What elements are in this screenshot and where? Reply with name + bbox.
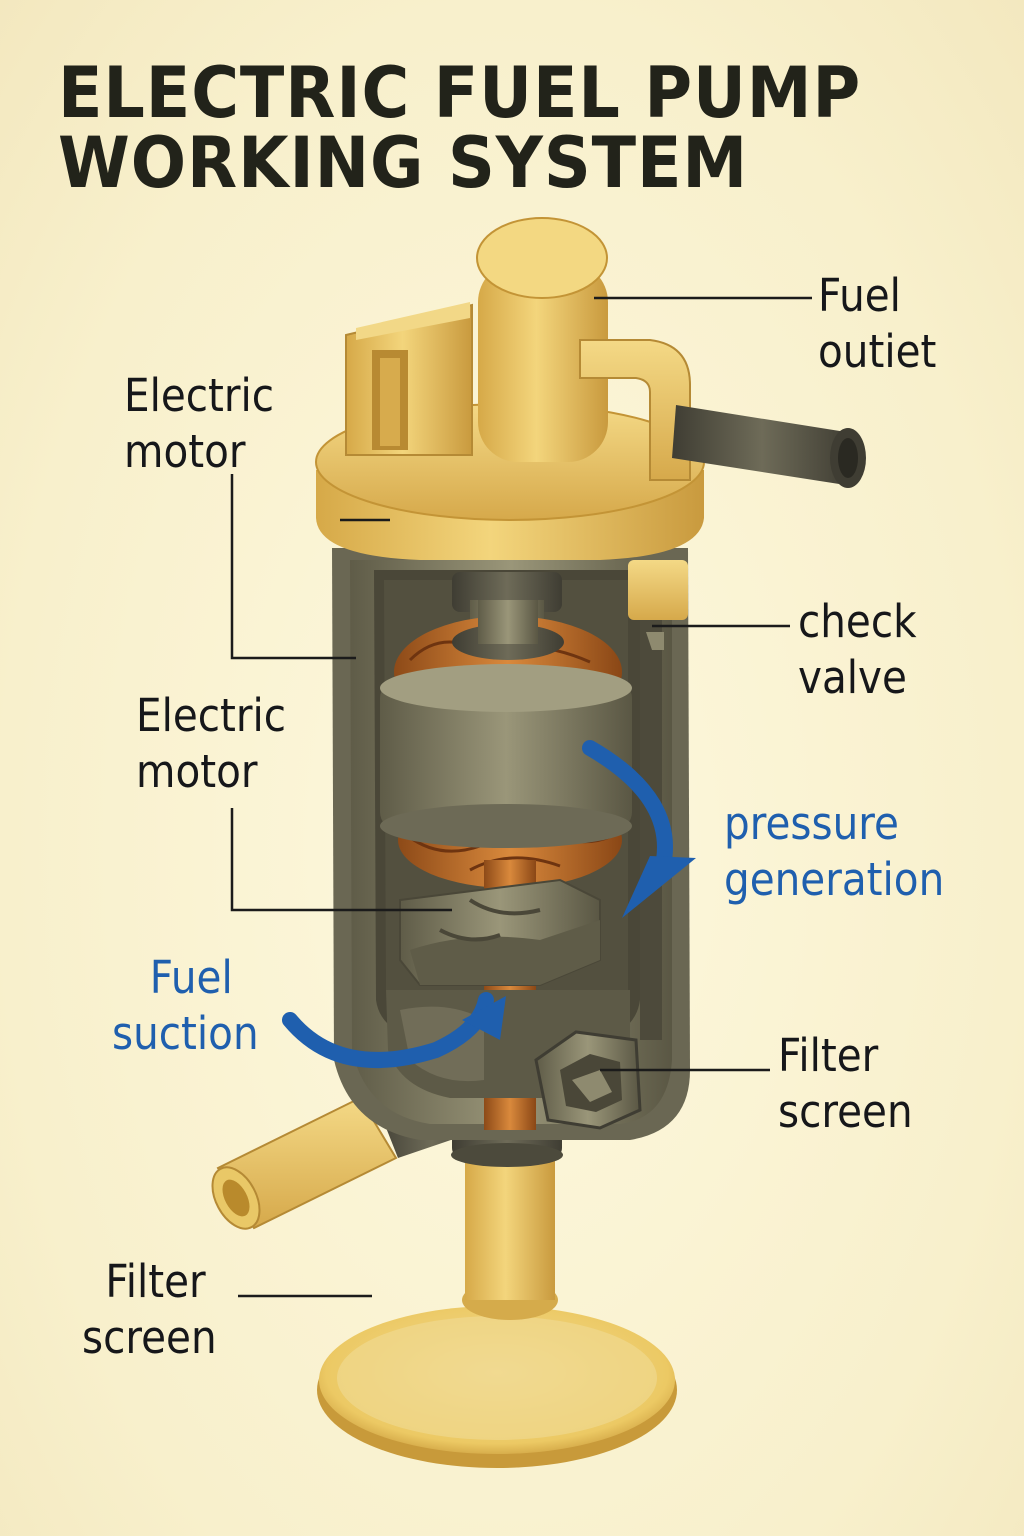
title-line-1: ELECTRIC FUEL PUMP	[58, 52, 862, 134]
suction-flow-arrow	[282, 992, 506, 1068]
label-electric-motor-mid: Electric motor	[136, 688, 286, 800]
label-filter-screen-left-line-2: screen	[82, 1311, 217, 1364]
label-filter-screen-right-line-2: screen	[778, 1085, 913, 1138]
impeller	[399, 878, 601, 986]
leader-electric-motor-mid	[230, 808, 452, 912]
label-fuel-outlet-line-1: Fuel	[818, 269, 901, 322]
label-check-valve: check valve	[798, 594, 917, 706]
electrical-connector	[345, 302, 473, 456]
outlet-nozzle	[476, 217, 691, 481]
label-fuel-suction: Fuel suction	[112, 950, 259, 1062]
label-electric-motor-top: Electric motor	[124, 368, 274, 480]
label-fuel-outlet: Fuel outiet	[818, 268, 936, 380]
label-check-valve-line-1: check	[798, 595, 917, 648]
label-filter-screen-left: Filter screen	[82, 1254, 217, 1366]
leader-electric-motor-top	[230, 474, 356, 660]
label-fuel-outlet-line-2: outiet	[818, 325, 937, 378]
label-fuel-suction-line-2: suction	[112, 1007, 259, 1060]
base-filter-foot	[317, 1136, 677, 1468]
label-pressure-generation: pressure generation	[724, 796, 944, 908]
label-pressure-generation-line-1: pressure	[724, 797, 899, 850]
label-electric-motor-mid-line-1: Electric	[136, 689, 287, 742]
title-line-2: WORKING SYSTEM	[58, 122, 749, 204]
label-fuel-suction-line-1: Fuel	[149, 951, 233, 1004]
stator-ring	[380, 664, 632, 848]
label-filter-screen-right-line-1: Filter	[778, 1029, 879, 1082]
filter-screen-bracket	[534, 1030, 642, 1130]
leader-lines	[230, 296, 812, 1298]
label-filter-screen-right: Filter screen	[778, 1028, 913, 1140]
label-electric-motor-mid-line-2: motor	[136, 745, 258, 798]
label-electric-motor-top-line-1: Electric	[124, 369, 275, 422]
label-pressure-generation-line-2: generation	[724, 853, 945, 906]
outlet-hose	[672, 405, 866, 488]
pressure-flow-arrow	[582, 740, 696, 918]
label-check-valve-line-2: valve	[798, 651, 907, 704]
label-filter-screen-left-line-1: Filter	[105, 1255, 206, 1308]
label-electric-motor-top-line-2: motor	[124, 425, 246, 478]
